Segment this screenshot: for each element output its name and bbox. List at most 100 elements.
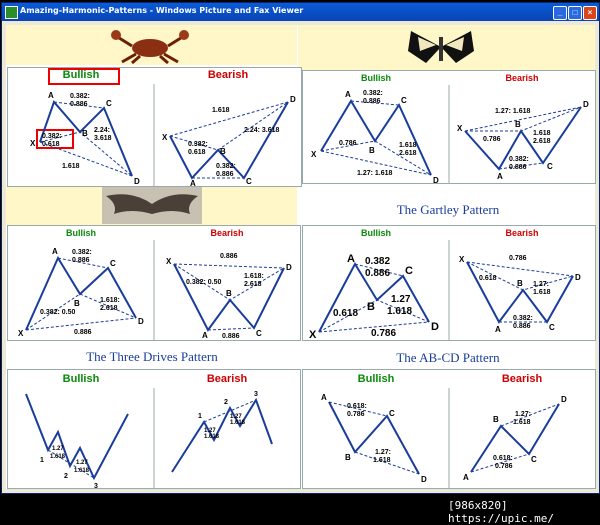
svg-text:D: D	[290, 95, 296, 104]
svg-text:0.382:: 0.382:	[42, 133, 62, 140]
bat-icon	[102, 186, 202, 224]
bullish-highlight-box	[48, 68, 120, 85]
bat-bullish-label: Bullish	[65, 228, 96, 238]
svg-text:1.618: 1.618	[50, 454, 66, 460]
svg-text:0.382:: 0.382:	[70, 93, 90, 100]
maximize-button[interactable]: □	[568, 6, 582, 20]
three-drives-bullish-label: Bullish	[62, 373, 100, 385]
svg-text:X: X	[30, 139, 36, 148]
three-drives-diagram: 123 1.271.618 1.271.618 123 1.271.618 1.…	[25, 388, 273, 488]
svg-text:2.24: 3.618: 2.24: 3.618	[244, 127, 280, 134]
svg-text:A: A	[345, 90, 351, 99]
svg-text:0.382:: 0.382:	[513, 315, 533, 322]
svg-text:2.618: 2.618	[100, 305, 118, 312]
svg-text:0.886: 0.886	[513, 323, 531, 330]
svg-text:2.618: 2.618	[533, 138, 551, 145]
svg-text:1.618: 1.618	[204, 434, 220, 440]
svg-text:0.382:: 0.382:	[509, 156, 529, 163]
three-drives-title: The Three Drives Pattern	[86, 349, 218, 364]
svg-text:2.24:: 2.24:	[94, 127, 110, 134]
abcd-title: The AB-CD Pattern	[396, 350, 500, 365]
abcd-bullish-label: Bullish	[357, 373, 395, 385]
title-bar[interactable]: Amazing-Harmonic-Patterns - Windows Pict…	[2, 3, 599, 21]
svg-text:1.618: 1.618	[373, 457, 391, 464]
svg-text:0.382: 0.50: 0.382: 0.50	[186, 279, 222, 286]
svg-text:X: X	[18, 329, 24, 338]
svg-text:1.618: 1.618	[399, 142, 417, 149]
svg-text:0.886: 0.886	[72, 257, 90, 264]
svg-text:0.886: 0.886	[70, 101, 88, 108]
svg-text:1.27: 1.618: 1.27: 1.618	[357, 170, 393, 177]
svg-text:1.618: 1.618	[513, 419, 531, 426]
svg-text:0.886: 0.886	[216, 171, 234, 178]
svg-text:0.618: 0.618	[188, 149, 206, 156]
svg-text:B: B	[226, 289, 232, 298]
svg-text:0.618: 0.618	[42, 141, 60, 148]
minimize-button[interactable]: _	[553, 6, 567, 20]
svg-text:1.27: 1.27	[76, 460, 88, 466]
svg-text:D: D	[138, 317, 144, 326]
abcd-bearish-label: Bearish	[501, 373, 543, 385]
svg-text:C: C	[389, 409, 395, 418]
svg-text:0.618: 0.618	[479, 275, 497, 282]
svg-text:X: X	[311, 150, 317, 159]
svg-text:1.27: 1.618: 1.27: 1.618	[495, 108, 531, 115]
svg-text:0.786: 0.786	[495, 463, 513, 470]
svg-text:3: 3	[254, 391, 258, 398]
svg-text:D: D	[431, 321, 439, 333]
svg-text:1: 1	[40, 457, 44, 464]
gartley-title: The Gartley Pattern	[396, 202, 500, 217]
svg-text:A: A	[52, 247, 58, 256]
svg-text:1.27: 1.27	[230, 414, 242, 420]
svg-text:D: D	[583, 100, 589, 109]
svg-text:0.382:: 0.382:	[216, 163, 236, 170]
svg-text:X: X	[309, 329, 317, 340]
svg-text:1.27: 1.27	[52, 446, 64, 452]
window-title: Amazing-Harmonic-Patterns - Windows Pict…	[20, 6, 304, 15]
svg-text:0.786: 0.786	[347, 411, 365, 418]
crab-diagram: XA BC D 0.382:0.886 0.382:0.618 2.24:3.6…	[30, 84, 296, 186]
close-button[interactable]: ×	[583, 6, 597, 20]
svg-text:0.786: 0.786	[339, 140, 357, 147]
svg-text:A: A	[497, 172, 503, 181]
butterfly-bullish-label: Bullish	[360, 73, 391, 83]
svg-text:0.618:: 0.618:	[347, 403, 367, 410]
svg-text:0.382:: 0.382:	[188, 141, 208, 148]
svg-text:1: 1	[198, 413, 202, 420]
svg-text:1.27:: 1.27:	[375, 449, 391, 456]
svg-text:3: 3	[94, 483, 98, 488]
image-size-caption: [986x820] https://upic.me/	[448, 499, 554, 525]
svg-text:1.618: 1.618	[74, 468, 90, 474]
svg-text:D: D	[134, 177, 140, 186]
svg-text:0.786: 0.786	[509, 255, 527, 262]
svg-text:X: X	[459, 255, 465, 264]
svg-text:1.618: 1.618	[387, 306, 412, 317]
svg-text:1.27:: 1.27:	[515, 411, 531, 418]
svg-text:A: A	[321, 393, 327, 402]
svg-text:C: C	[256, 329, 262, 338]
svg-text:C: C	[549, 323, 555, 332]
svg-text:0.618: 0.618	[333, 308, 358, 319]
svg-text:0.886: 0.886	[220, 253, 238, 260]
svg-text:C: C	[110, 259, 116, 268]
svg-text:2: 2	[64, 473, 68, 480]
gartley-bearish-label: Bearish	[505, 228, 539, 238]
svg-text:0.786: 0.786	[371, 328, 396, 339]
svg-text:1.618: 1.618	[533, 130, 551, 137]
svg-text:A: A	[202, 331, 208, 340]
svg-text:D: D	[421, 475, 427, 484]
svg-text:C: C	[547, 162, 553, 171]
svg-text:A: A	[190, 179, 196, 186]
svg-text:B: B	[220, 147, 226, 156]
svg-text:2.618: 2.618	[244, 281, 262, 288]
svg-text:B: B	[74, 299, 80, 308]
svg-text:B: B	[493, 415, 499, 424]
svg-text:B: B	[367, 301, 375, 313]
